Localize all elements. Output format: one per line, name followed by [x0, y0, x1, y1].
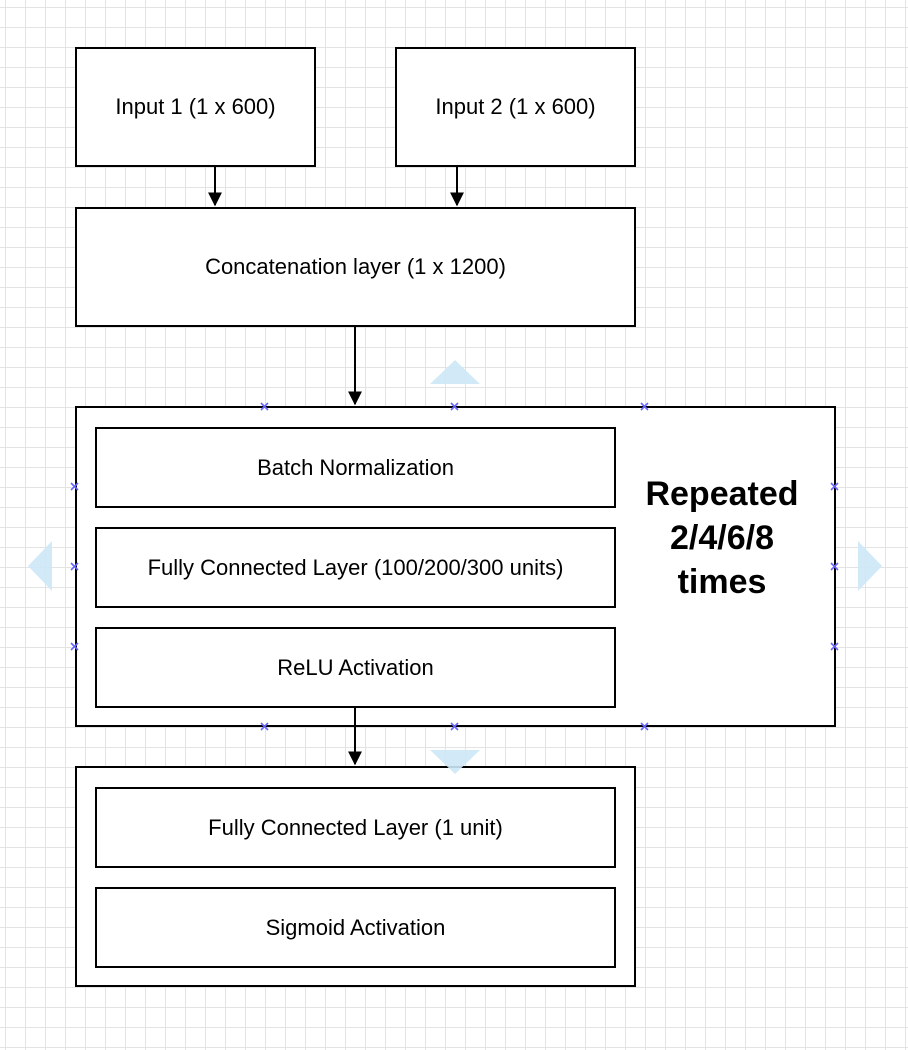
- relu-node[interactable]: ReLU Activation: [95, 627, 616, 708]
- input1-label: Input 1 (1 x 600): [115, 94, 276, 119]
- fc-repeated-label: Fully Connected Layer (100/200/300 units…: [147, 554, 564, 580]
- batch-norm-node[interactable]: Batch Normalization: [95, 427, 616, 508]
- input2-node[interactable]: Input 2 (1 x 600): [395, 47, 636, 167]
- fc-output-node[interactable]: Fully Connected Layer (1 unit): [95, 787, 616, 868]
- hover-arrow-right-icon[interactable]: [858, 541, 882, 591]
- sigmoid-node[interactable]: Sigmoid Activation: [95, 887, 616, 968]
- input2-label: Input 2 (1 x 600): [435, 94, 596, 119]
- fc-repeated-node[interactable]: Fully Connected Layer (100/200/300 units…: [95, 527, 616, 608]
- fc-output-label: Fully Connected Layer (1 unit): [208, 814, 503, 840]
- hover-arrow-up-icon[interactable]: [430, 360, 480, 384]
- batch-norm-label: Batch Normalization: [257, 454, 454, 480]
- repeat-count-label: Repeated 2/4/6/8 times: [645, 475, 799, 602]
- concatenation-node[interactable]: Concatenation layer (1 x 1200): [75, 207, 636, 327]
- concatenation-label: Concatenation layer (1 x 1200): [205, 254, 506, 279]
- sigmoid-label: Sigmoid Activation: [265, 914, 446, 940]
- hover-arrow-left-icon[interactable]: [28, 541, 52, 591]
- relu-label: ReLU Activation: [277, 654, 434, 680]
- input1-node[interactable]: Input 1 (1 x 600): [75, 47, 316, 167]
